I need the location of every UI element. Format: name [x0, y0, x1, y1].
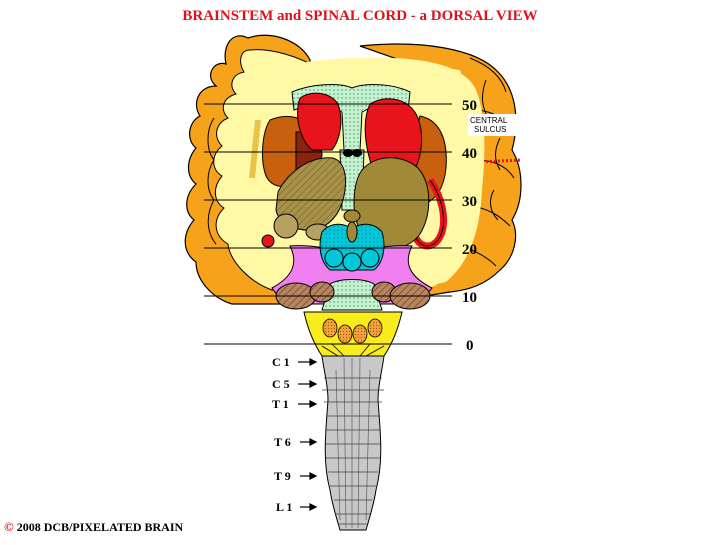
- segment-labels: C 1 C 5 T 1 T 6 T 9 L 1: [272, 355, 292, 514]
- level-label: 0: [466, 338, 474, 354]
- central-sulcus-label: SULCUS: [474, 125, 506, 134]
- copyright-symbol: ©: [4, 519, 14, 534]
- copyright-line: © 2008 DCB/PIXELATED BRAIN: [4, 519, 183, 535]
- fourth-ventricle: [321, 279, 383, 311]
- spinal-cord: [321, 355, 385, 531]
- medulla: [303, 311, 403, 357]
- sulcus-label-bg: [468, 114, 528, 136]
- level-label: 20: [462, 242, 477, 258]
- level-lines: [204, 103, 452, 345]
- segment-label: L 1: [276, 500, 292, 514]
- level-label: 10: [462, 290, 477, 306]
- segment-label: T 1: [272, 397, 289, 411]
- segment-label: T 6: [274, 435, 291, 449]
- copyright-text: 2008 DCB/PIXELATED BRAIN: [16, 520, 184, 534]
- diagram-title: BRAINSTEM and SPINAL CORD - a DORSAL VIE…: [182, 8, 538, 24]
- colliculi: [319, 221, 385, 272]
- segment-arrows: [298, 358, 318, 511]
- level-label: 50: [462, 98, 477, 114]
- central-sulcus-label: CENTRAL: [470, 116, 508, 125]
- segment-label: C 1: [272, 355, 290, 369]
- segment-label: C 5: [272, 377, 290, 391]
- level-label: 30: [462, 194, 477, 210]
- segment-label: T 9: [274, 469, 291, 483]
- level-label: 40: [462, 146, 477, 162]
